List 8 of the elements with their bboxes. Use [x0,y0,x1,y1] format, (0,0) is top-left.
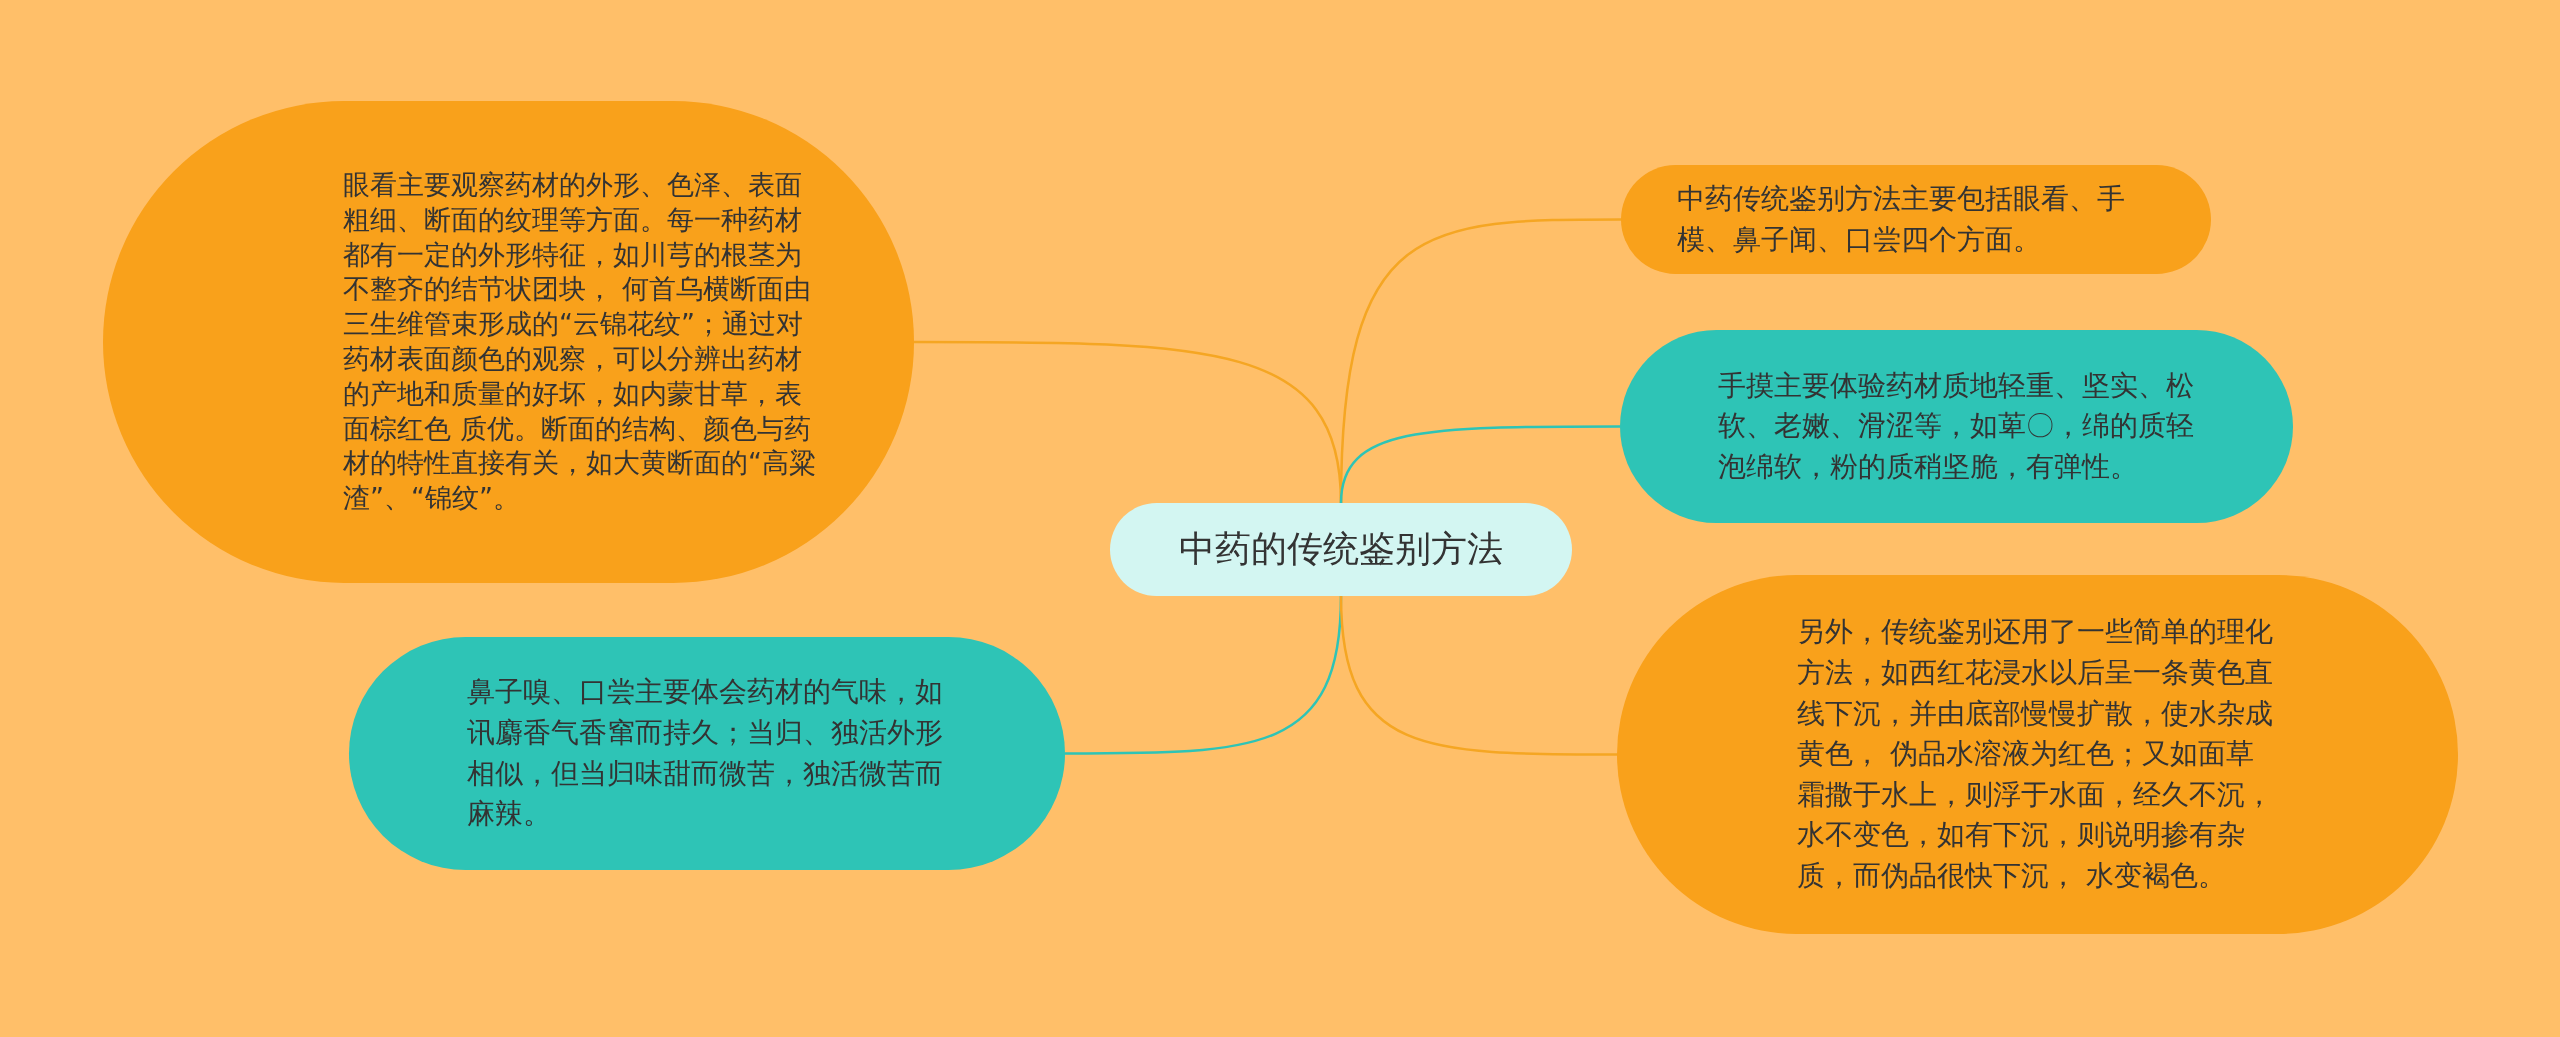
topic-text: 手摸主要体验药材质地轻重、坚实、松软、老嫩、滑涩等，如萆〇，绵的质轻泡绵软，粉的质稍坚脆，有弹性。 [1718,367,2195,485]
connector-line [1339,425,1620,504]
connector-line [1339,595,1617,756]
central-topic-text: 中药的传统鉴别方法 [1179,527,1503,572]
topic-text: 鼻子嗅、口尝主要体会药材的气味，如讯麝香气香窜而持久；当归、独活外形相似，但当归味甜而微苦，独活微苦而麻辣。 [467,674,944,833]
topic-text: 中药传统鉴别方法主要包括眼看、手模、鼻子闻、口尝四个方面。 [1677,180,2126,258]
topic-text: 另外，传统鉴别还用了一些简单的理化方法，如西红花浸水以后呈一条黄色直线下沉，并由底部慢慢扩散，使水杂成黄色， 伪品水溶液为红色；又如面草霜撒于水上，则浮于水面，经久不沉，水不变色，如有下沉，则说明掺有杂质，而伪品很快下沉， 水变褐色。 [1797,614,2274,894]
topic-text: 眼看主要观察药材的外形、色泽、表面粗细、断面的纹理等方面。每一种药材都有一定的外形特征，如川芎的根茎为不整齐的结节状团块， 何首乌横断面由三生维管束形成的“云锦花纹”；通过对药材表面颜色的观察，可以分辨出药材的产地和质量的好坏，如内蒙甘草，表面棕红色 质优。断面的结构、颜色与药材的特性直接有关，如大黄断面的“高粱渣”、“锦纹”。 [343,167,817,516]
